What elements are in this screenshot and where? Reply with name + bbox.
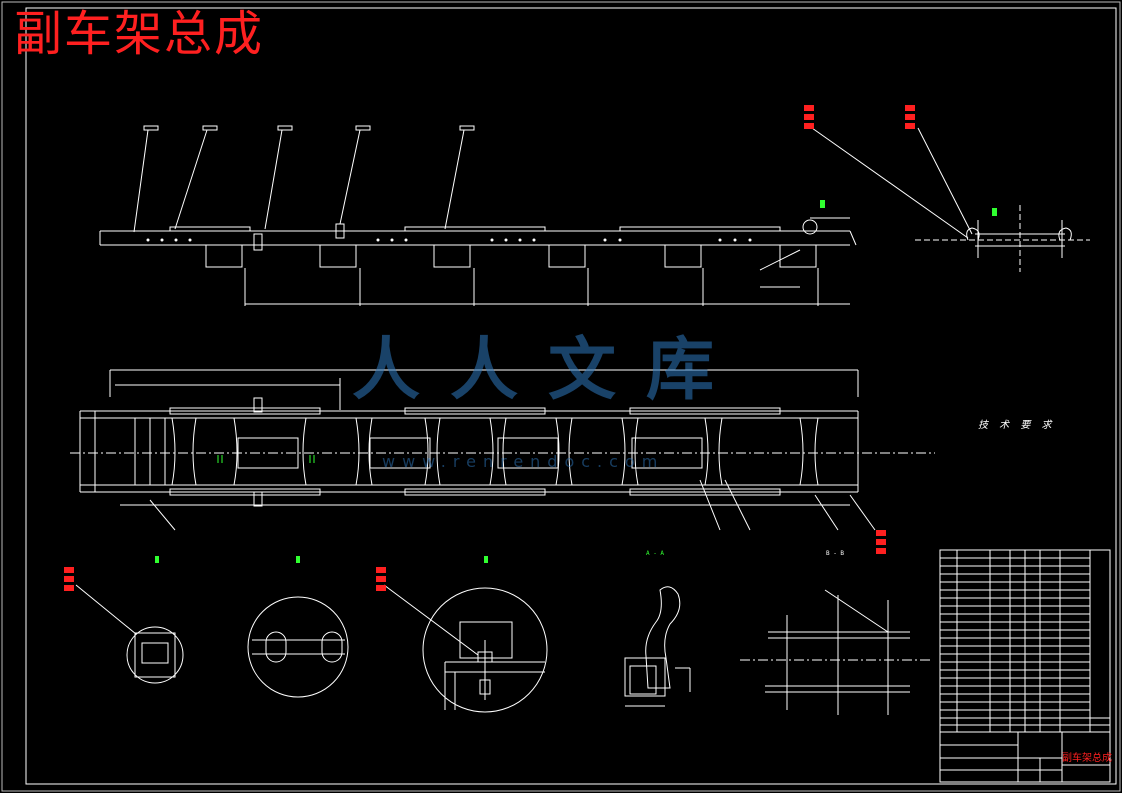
detail-1	[75, 584, 184, 684]
title-block-drawing-title: 副车架总成	[1062, 753, 1112, 764]
watermark-url: www.renrendoc.com	[382, 452, 665, 471]
section-bb	[740, 589, 930, 715]
detail-3	[383, 584, 548, 713]
side-view	[811, 127, 1090, 272]
plan-view-crossmembers	[171, 417, 819, 486]
section-aa-label: A - A	[645, 550, 665, 557]
section-aa	[624, 586, 691, 707]
detail-2	[247, 596, 349, 698]
section-bb-label: B - B	[825, 550, 845, 557]
drawing-title: 副车架总成	[14, 6, 265, 62]
balloon-markers	[64, 105, 997, 591]
front-view-holes	[146, 238, 752, 242]
front-view	[99, 125, 857, 306]
plan-view	[70, 369, 935, 531]
inner-frame	[25, 7, 1117, 785]
tech-requirements-heading: 技 术 要 求	[978, 420, 1056, 431]
title-block	[939, 731, 1111, 783]
watermark-logo: 人人文库	[352, 330, 745, 410]
parts-list	[939, 549, 1111, 733]
plan-view-green-marks	[217, 455, 315, 463]
